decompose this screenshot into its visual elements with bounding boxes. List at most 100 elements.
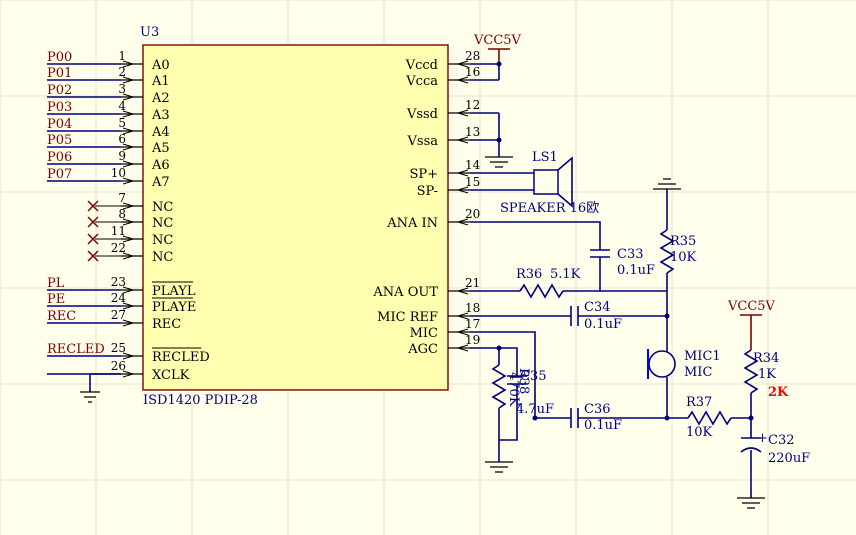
r35-resistor[interactable]: R35 10K [653,178,697,355]
c36-ref: C36 [584,402,611,417]
pin-name: NC [152,200,173,215]
pin-name: A0 [151,58,170,73]
pin-name: PLAYE [152,300,196,315]
xclk-ground [80,373,121,403]
pin-name: ANA OUT [372,285,438,300]
pin-number: 12 [465,98,480,112]
pin-number: 6 [118,132,126,146]
net-label: REC [47,309,76,324]
left-pin-group: 1A0P002A1P013A2P024A3P035A4P046A5P059A6P… [47,49,210,383]
r35-value: 10K [670,250,697,265]
no-connect-icon [87,250,99,262]
pin-number: 8 [118,207,126,221]
c32-ref: C32 [768,433,795,448]
r34-value: 1K [758,367,776,382]
c33-value: 0.1uF [617,263,655,278]
c32-value: 220uF [768,451,810,466]
r37-resistor[interactable]: R37 10K [667,395,750,440]
chip-body[interactable] [142,44,449,391]
net-label: P02 [47,83,72,98]
agc-network: C36 0.1uF R38 470K C35 4.7uF [470,331,667,473]
r38-value: 470K [506,372,521,407]
pin-name: MIC [410,326,438,341]
pin-number: 9 [118,149,126,163]
pin-number: 3 [118,82,126,96]
speaker-ls1[interactable]: LS1 SPEAKER 16欧 [470,150,599,216]
pin-number: 27 [111,308,126,322]
pin-number: 19 [465,333,480,347]
pin-number: 18 [465,301,480,315]
c35-value: 4.7uF [516,402,554,417]
junctions [496,61,754,421]
net-label: P06 [47,150,72,165]
pin-number: 22 [111,241,126,255]
r38-ref: R38 [516,368,531,394]
pin-name: XCLK [152,368,190,383]
pin-nc-8[interactable]: 8NC [87,207,173,231]
pin-number: 7 [118,191,126,205]
pin-number: 1 [118,49,126,63]
vcc-right-network: VCC5V R34 1K 2K + C32 220uF [727,299,810,509]
c34-value: 0.1uF [584,317,622,332]
pin-number: 14 [465,158,481,172]
pin-name: Vccd [405,58,438,73]
no-connect-icon [87,216,99,228]
chip-part: ISD1420 PDIP-28 [143,393,258,408]
pin-number: 21 [465,276,480,290]
vcc-right-label: VCC5V [727,299,776,314]
pin-nc-7[interactable]: 7NC [87,191,173,215]
pin-number: 26 [111,359,126,373]
vcc-top-label: VCC5V [473,33,522,48]
pin-name: NC [152,216,173,231]
c34-capacitor[interactable]: C34 0.1uF [470,300,667,332]
pin-name: MIC REF [377,310,438,325]
net-label: RECLED [47,342,105,357]
ls1-ref: LS1 [532,150,558,165]
pin-name: A6 [151,158,170,173]
c36-value: 0.1uF [584,418,622,433]
pin-number: 23 [111,275,126,289]
pin-name: SP+ [409,167,438,182]
pin-name: A7 [151,175,170,190]
net-label: PE [47,292,65,307]
mic1-ref: MIC1 [684,349,721,364]
pin-name: SP- [417,184,438,199]
pin-name: Vssd [406,107,438,122]
vcc-top: VCC5V [470,33,522,81]
r35-ref: R35 [670,234,696,249]
net-label: P03 [47,100,72,115]
pin-number: 28 [465,49,480,63]
speaker-icon [533,169,559,195]
r37-value: 10K [686,425,713,440]
pin-name: AGC [407,342,438,357]
pin-name: A5 [151,141,170,156]
pin-a6-9[interactable]: 9A6 P06 [47,149,170,173]
microphone-mic1[interactable]: MIC1 MIC [647,349,721,418]
